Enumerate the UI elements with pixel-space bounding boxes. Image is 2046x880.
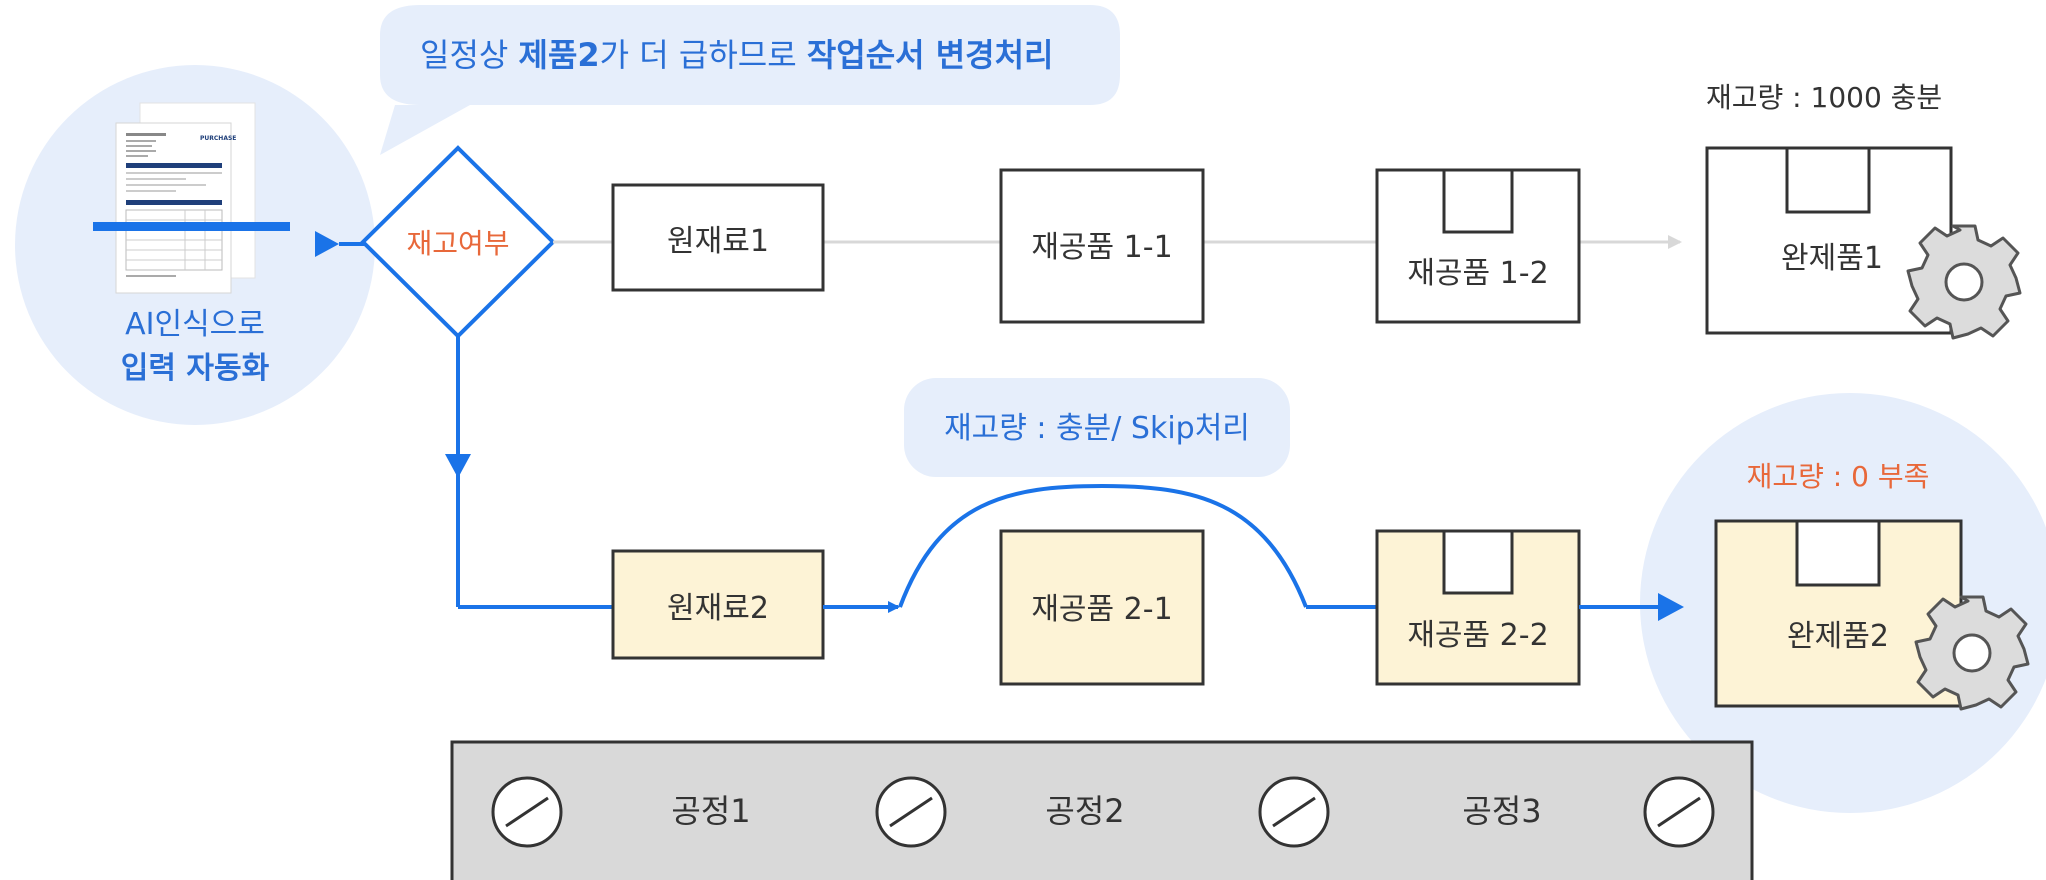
arrow-head-icon bbox=[445, 454, 471, 478]
row1-raw-label: 원재료1 bbox=[667, 224, 769, 259]
valve-icon bbox=[491, 776, 563, 848]
row2-wip1-box: 재공품 2-1 bbox=[999, 529, 1205, 686]
row2-finished-box: 완제품2 bbox=[1714, 519, 1963, 708]
process-label-1: 공정1 bbox=[671, 792, 750, 830]
valve-icon bbox=[875, 776, 947, 848]
gear-icon bbox=[1906, 224, 2022, 340]
decision-label: 재고여부 bbox=[406, 227, 509, 260]
callout-mid-text: 재고량 : 충분/ Skip처리 bbox=[944, 411, 1250, 446]
row1-wip2-box: 재공품 1-2 bbox=[1375, 168, 1581, 324]
conveyor-bar: 공정1 공정2 공정3 bbox=[450, 740, 1754, 880]
row1-finished-box: 완제품1 bbox=[1705, 146, 1953, 335]
document-icon: PURCHASE bbox=[115, 102, 256, 294]
row2-raw-label: 원재료2 bbox=[667, 591, 769, 626]
callout-top-bold1: 제품2 bbox=[519, 36, 600, 74]
process-label-3: 공정3 bbox=[1462, 792, 1541, 830]
row2-wip1-label: 재공품 2-1 bbox=[1031, 592, 1172, 627]
arrow-head-icon bbox=[315, 231, 339, 257]
row1-raw-box: 원재료1 bbox=[611, 183, 825, 292]
valve-icon bbox=[1258, 776, 1330, 848]
row2-finished-label: 완제품2 bbox=[1787, 619, 1889, 654]
decision-node: 재고여부 bbox=[360, 145, 556, 339]
ai-input-line1: AI인식으로 bbox=[125, 307, 265, 342]
process-label-2: 공정2 bbox=[1045, 792, 1124, 830]
skip-arc bbox=[898, 483, 1308, 608]
scan-line bbox=[93, 222, 290, 231]
row2-stock-text: 재고량 : 0 부족 bbox=[1747, 460, 1930, 493]
row2-wip2-label: 재공품 2-2 bbox=[1407, 618, 1548, 653]
gear-icon bbox=[1914, 595, 2030, 711]
row1-wip2-label: 재공품 1-2 bbox=[1407, 256, 1548, 291]
row1-finished-label: 완제품1 bbox=[1781, 241, 1883, 276]
callout-mid: 재고량 : 충분/ Skip처리 bbox=[904, 378, 1290, 477]
row1-wip1-label: 재공품 1-1 bbox=[1031, 230, 1172, 265]
row1-wip1-box: 재공품 1-1 bbox=[999, 168, 1205, 324]
callout-top-bold2: 작업순서 변경처리 bbox=[807, 36, 1054, 74]
row1-stock-text: 재고량 : 1000 충분 bbox=[1706, 81, 1942, 114]
doc-heading: PURCHASE bbox=[200, 135, 236, 142]
svg-text:일정상 제품2가 더 급하므로 작업순서 변경처리: 일정상 제품2가 더 급하므로 작업순서 변경처리 bbox=[420, 36, 1053, 74]
valve-icon bbox=[1643, 776, 1715, 848]
callout-top-mid: 가 더 급하므로 bbox=[600, 36, 807, 74]
ai-input-line2: 입력 자동화 bbox=[121, 351, 270, 386]
row2-wip2-box: 재공품 2-2 bbox=[1375, 529, 1581, 686]
callout-top-pre: 일정상 bbox=[420, 36, 519, 74]
callout-top: 일정상 제품2가 더 급하므로 작업순서 변경처리 bbox=[380, 5, 1120, 155]
arrow-head-icon bbox=[1658, 593, 1684, 621]
row2-raw-box: 원재료2 bbox=[611, 549, 825, 660]
